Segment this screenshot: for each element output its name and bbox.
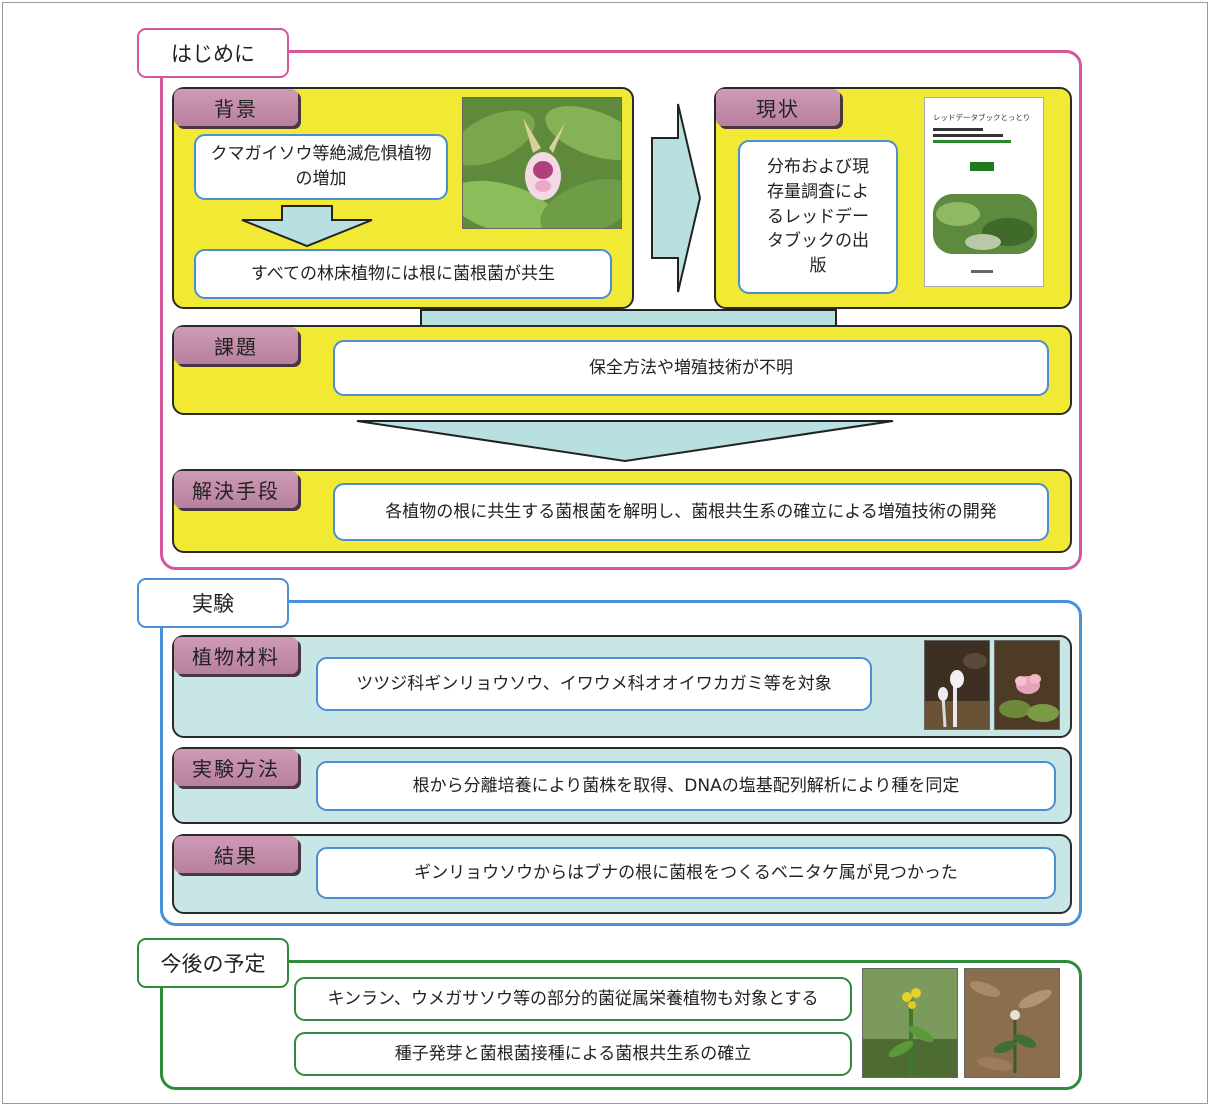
status-label: 現状 bbox=[716, 89, 840, 126]
issue-label: 課題 bbox=[174, 327, 298, 364]
down-arrow-small bbox=[241, 205, 373, 248]
book-green-tag bbox=[970, 162, 994, 171]
method-text-box: 根から分離培養により菌株を取得、DNAの塩基配列解析により種を同定 bbox=[316, 761, 1056, 811]
book-photo bbox=[933, 194, 1037, 254]
book-subtitle-lines bbox=[933, 128, 1013, 150]
material-text-box: ツツジ科ギンリョウソウ、イワウメ科オオイワカガミ等を対象 bbox=[316, 657, 872, 711]
future-plan-1: キンラン、ウメガサソウ等の部分的菌従属栄養植物も対象とする bbox=[294, 977, 852, 1021]
result-text-box: ギンリョウソウからはブナの根に菌根をつくるベニタケ属が見つかった bbox=[316, 847, 1056, 899]
lady-slipper-orchid-photo bbox=[462, 97, 622, 229]
connector-bar bbox=[420, 309, 837, 329]
kinran-photo bbox=[862, 968, 958, 1078]
down-arrow-large bbox=[356, 420, 894, 463]
umegasaso-photo bbox=[964, 968, 1060, 1078]
right-arrow bbox=[651, 103, 702, 293]
iwakagami-photo bbox=[994, 640, 1060, 730]
solution-text-box: 各植物の根に共生する菌根菌を解明し、菌根共生系の確立による増殖技術の開発 bbox=[333, 483, 1049, 541]
result-label: 結果 bbox=[174, 836, 298, 873]
red-data-book-cover: レッドデータブックとっとり bbox=[924, 97, 1044, 287]
book-publisher-mark bbox=[971, 270, 993, 273]
future-section-title: 今後の予定 bbox=[137, 938, 289, 988]
method-label: 実験方法 bbox=[174, 749, 298, 786]
background-box-1: クマガイソウ等絶滅危惧植物の増加 bbox=[194, 134, 448, 200]
background-box-2: すべての林床植物には根に菌根菌が共生 bbox=[194, 249, 612, 299]
experiment-section-title: 実験 bbox=[137, 578, 289, 628]
background-label: 背景 bbox=[174, 89, 298, 126]
material-label: 植物材料 bbox=[174, 637, 298, 674]
status-text-box: 分布および現存量調査によるレッドデータブックの出版 bbox=[738, 140, 898, 294]
issue-text-box: 保全方法や増殖技術が不明 bbox=[333, 340, 1049, 396]
ghost-plant-photo bbox=[924, 640, 990, 730]
intro-section-title: はじめに bbox=[137, 28, 289, 78]
book-title: レッドデータブックとっとり bbox=[933, 113, 1031, 122]
solution-label: 解決手段 bbox=[174, 471, 298, 508]
future-plan-2: 種子発芽と菌根菌接種による菌根共生系の確立 bbox=[294, 1032, 852, 1076]
